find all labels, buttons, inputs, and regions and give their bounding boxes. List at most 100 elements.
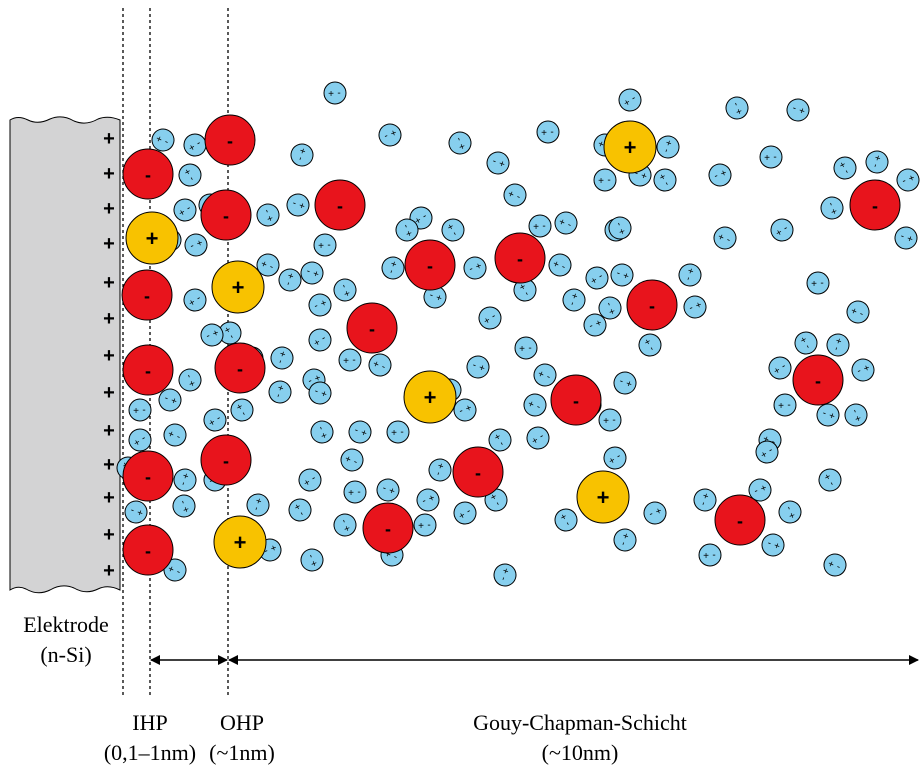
- water-molecule: +-: [340, 448, 364, 472]
- water-molecule: +-: [423, 285, 447, 309]
- svg-text:+: +: [598, 176, 604, 187]
- svg-text:-: -: [144, 286, 150, 306]
- svg-text:+: +: [383, 548, 393, 561]
- svg-text:-: -: [783, 505, 794, 512]
- svg-text:+: +: [662, 138, 674, 147]
- svg-text:-: -: [475, 463, 481, 483]
- svg-text:+: +: [619, 531, 631, 540]
- svg-text:+: +: [624, 377, 633, 389]
- water-molecule: +-: [313, 233, 337, 257]
- svg-text:+: +: [693, 298, 702, 310]
- svg-text:+: +: [371, 358, 381, 371]
- svg-text:-: -: [725, 234, 733, 245]
- electrode-surface-charge: +: [103, 420, 115, 442]
- svg-text:+: +: [536, 368, 546, 381]
- svg-text:+: +: [284, 271, 296, 280]
- water-molecule: +-: [894, 226, 918, 250]
- svg-text:+: +: [413, 215, 424, 228]
- svg-text:+: +: [482, 315, 493, 328]
- water-molecule: +-: [708, 163, 732, 187]
- svg-text:-: -: [688, 302, 695, 313]
- water-molecule: +-: [896, 168, 920, 192]
- svg-text:+: +: [849, 305, 859, 318]
- water-molecule: +-: [593, 168, 617, 192]
- water-molecule: +-: [786, 98, 810, 122]
- water-molecule: +-: [844, 403, 868, 427]
- anion: -: [200, 434, 252, 486]
- svg-text:+: +: [133, 406, 139, 417]
- water-molecule: +-: [466, 355, 490, 379]
- svg-text:+: +: [234, 530, 247, 555]
- water-molecule: +-: [820, 196, 844, 220]
- water-molecule: +-: [333, 278, 357, 302]
- svg-text:-: -: [535, 401, 543, 412]
- svg-text:+: +: [526, 398, 536, 411]
- cation: +: [211, 260, 265, 314]
- water-molecule: +-: [300, 548, 324, 572]
- water-molecule: +-: [178, 368, 202, 392]
- svg-text:+: +: [434, 291, 443, 303]
- svg-text:-: -: [615, 267, 622, 278]
- water-molecule: +-: [598, 296, 622, 320]
- gouy-chapman-label-name: Gouy-Chapman-Schicht: [473, 710, 687, 735]
- svg-text:+: +: [463, 401, 472, 413]
- svg-text:-: -: [205, 330, 212, 341]
- water-molecule: +-: [128, 398, 152, 422]
- water-molecule: +-: [548, 253, 572, 277]
- svg-text:+: +: [589, 275, 600, 288]
- svg-text:+: +: [655, 172, 668, 183]
- cation: +: [603, 120, 657, 174]
- water-molecule: +-: [488, 428, 512, 452]
- svg-text:-: -: [517, 249, 523, 269]
- svg-text:+: +: [132, 437, 143, 450]
- svg-text:+: +: [180, 167, 193, 178]
- water-molecule: +-: [453, 501, 477, 525]
- svg-text:-: -: [369, 319, 375, 339]
- svg-text:+: +: [639, 169, 648, 181]
- water-molecule: +-: [598, 408, 622, 432]
- svg-text:+: +: [135, 506, 144, 518]
- svg-text:-: -: [449, 230, 460, 238]
- svg-text:+: +: [473, 259, 482, 271]
- svg-text:-: -: [352, 456, 360, 467]
- svg-text:+: +: [187, 297, 198, 310]
- svg-text:-: -: [237, 359, 243, 379]
- water-molecule: +-: [493, 563, 517, 587]
- svg-text:-: -: [872, 196, 878, 216]
- svg-text:-: -: [421, 211, 429, 222]
- svg-text:-: -: [869, 162, 880, 169]
- svg-text:-: -: [597, 271, 605, 282]
- svg-text:+: +: [309, 558, 321, 567]
- gouy-chapman-label: Gouy-Chapman-Schicht (~10nm): [420, 708, 740, 768]
- svg-text:+: +: [194, 236, 203, 248]
- water-molecule: +-: [613, 528, 637, 552]
- water-molecule: +-: [178, 163, 202, 187]
- svg-text:-: -: [566, 300, 577, 307]
- svg-text:-: -: [649, 296, 655, 316]
- water-molecule: +-: [613, 371, 637, 395]
- svg-text:-: -: [820, 278, 823, 289]
- water-molecule: +-: [343, 480, 367, 504]
- svg-text:-: -: [272, 392, 283, 399]
- water-molecule: +-: [759, 145, 783, 169]
- svg-text:-: -: [712, 550, 715, 561]
- svg-text:+: +: [220, 325, 233, 336]
- svg-text:-: -: [815, 371, 821, 391]
- svg-text:-: -: [296, 510, 307, 518]
- water-molecule: +-: [381, 256, 405, 280]
- water-molecule: +-: [748, 478, 772, 502]
- water-molecule: +-: [378, 123, 402, 147]
- water-molecule: +-: [755, 440, 779, 464]
- svg-text:+: +: [343, 453, 353, 466]
- svg-text:-: -: [215, 413, 223, 424]
- svg-text:+: +: [457, 510, 468, 523]
- water-molecule: +-: [698, 543, 722, 567]
- svg-text:+: +: [653, 504, 662, 516]
- svg-text:-: -: [648, 508, 655, 519]
- water-molecule: +-: [308, 381, 332, 405]
- svg-text:+: +: [826, 558, 836, 571]
- water-molecule: +-: [768, 356, 792, 380]
- water-molecule: +-: [683, 295, 707, 319]
- svg-text:-: -: [713, 170, 720, 181]
